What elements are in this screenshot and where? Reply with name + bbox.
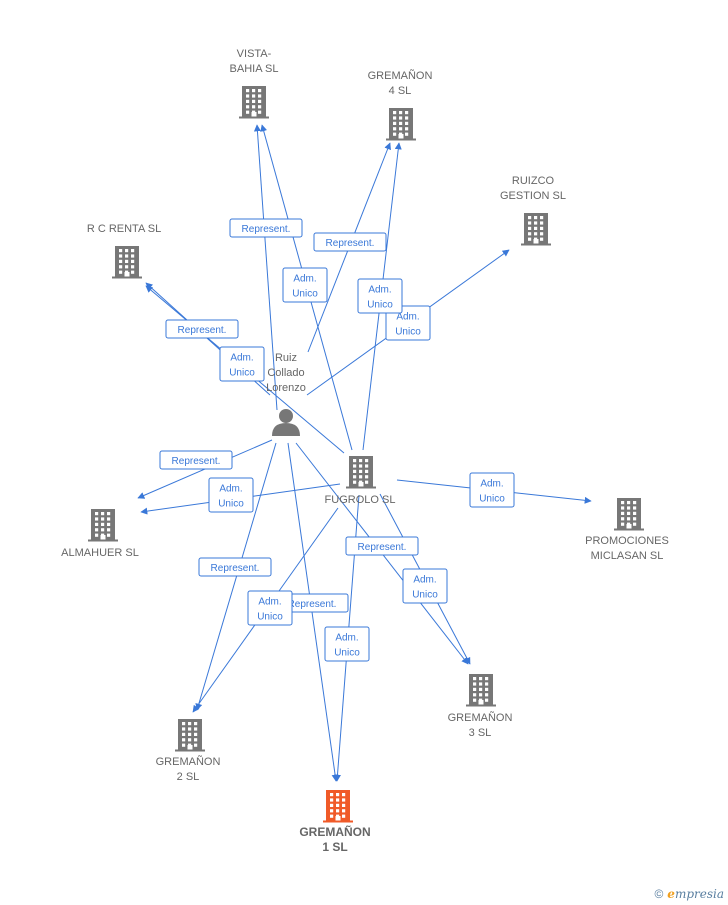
building-icon[interactable] (346, 456, 376, 489)
node-label: 1 SL (322, 840, 347, 854)
edge-label-fugrolo-to-g2[interactable]: Adm. Unico (247, 590, 293, 626)
node-label: MICLASAN SL (591, 550, 664, 562)
edge-label-text: Adm. (230, 353, 253, 364)
edge-labels-layer: Represent.Represent.Adm.UnicoRepresent.R… (159, 218, 515, 662)
node-g3[interactable]: GREMAÑON 3 SL (448, 674, 513, 739)
node-label: ALMAHUER SL (61, 547, 139, 559)
edge-label-text: Unico (479, 494, 505, 505)
edge-label-fugrolo-to-vista[interactable]: Adm. Unico (282, 267, 328, 303)
edge-label-fugrolo-to-g3[interactable]: Adm. Unico (402, 568, 448, 604)
node-label: RUIZCO (512, 175, 555, 187)
edge-label-text: Unico (218, 499, 244, 510)
edge-label-text: Unico (229, 368, 255, 379)
node-label: Collado (267, 367, 304, 379)
node-label: Lorenzo (266, 382, 306, 394)
node-label: PROMOCIONES (585, 535, 669, 547)
node-label: GREMAÑON (448, 711, 513, 724)
edge-label-text: Adm. (413, 575, 436, 586)
edge-label-text: Represent. (326, 238, 375, 249)
edge-label-fugrolo-to-rc[interactable]: Adm. Unico (219, 346, 265, 382)
edge-person-to-vista (253, 124, 278, 411)
edge-label-text: Unico (334, 648, 360, 659)
edge-label-text: Adm. (396, 312, 419, 323)
node-label: GESTION SL (500, 190, 566, 202)
edge-label-fugrolo-to-almahuer[interactable]: Adm. Unico (208, 477, 254, 513)
edge-label-text: Unico (292, 289, 318, 300)
node-label: BAHIA SL (230, 63, 279, 75)
node-g4[interactable]: GREMAÑON 4 SL (368, 69, 433, 141)
node-label: FUGROLO SL (325, 494, 396, 506)
node-promociones[interactable]: PROMOCIONES MICLASAN SL (585, 498, 669, 562)
node-label: Ruiz (275, 352, 297, 364)
edge-label-text: Represent. (242, 224, 291, 235)
copyright-icon: © (654, 887, 664, 901)
building-icon[interactable] (466, 674, 496, 707)
edge-label-text: Adm. (480, 479, 503, 490)
edge-label-person-to-vista[interactable]: Represent. (229, 218, 303, 238)
building-icon[interactable] (239, 86, 269, 119)
edge-label-text: Represent. (211, 563, 260, 574)
edge-label-text: Represent. (288, 599, 337, 610)
node-label: GREMAÑON (368, 69, 433, 82)
building-icon[interactable] (323, 790, 353, 823)
nodes-layer: VISTA- BAHIA SL GREMAÑON 4 SL RUIZCO GESTION … (61, 48, 669, 854)
node-label: 4 SL (389, 85, 412, 97)
node-ruizco[interactable]: RUIZCO GESTION SL (500, 175, 566, 246)
node-vista[interactable]: VISTA- BAHIA SL (230, 48, 279, 119)
edge-label-fugrolo-to-g4[interactable]: Adm. Unico (357, 278, 403, 314)
node-g2[interactable]: GREMAÑON 2 SL (156, 719, 221, 783)
edge-label-text: Represent. (172, 456, 221, 467)
building-icon[interactable] (521, 213, 551, 246)
building-icon[interactable] (614, 498, 644, 531)
edge-label-text: Unico (367, 300, 393, 311)
edge-label-person-to-g4[interactable]: Represent. (313, 232, 387, 252)
edge-label-person-to-rc[interactable]: Represent. (165, 319, 239, 339)
node-label: GREMAÑON (156, 755, 221, 768)
edge-label-text: Unico (412, 590, 438, 601)
person-icon[interactable] (272, 409, 300, 436)
edge-label-fugrolo-to-g1[interactable]: Adm. Unico (324, 626, 370, 662)
node-fugrolo[interactable]: FUGROLO SL (325, 456, 396, 506)
edge-label-text: Unico (395, 327, 421, 338)
building-icon[interactable] (88, 509, 118, 542)
node-almahuer[interactable]: ALMAHUER SL (61, 509, 139, 559)
edge-label-text: Adm. (368, 285, 391, 296)
building-icon[interactable] (175, 719, 205, 752)
node-label: VISTA- (237, 48, 272, 60)
edge-label-text: Adm. (293, 274, 316, 285)
edge-label-text: Represent. (178, 325, 227, 336)
edge-label-text: Represent. (358, 542, 407, 553)
node-label: R C RENTA SL (87, 223, 161, 235)
edge-label-person-to-ruizco[interactable]: Adm. Unico (385, 305, 431, 341)
node-label: GREMAÑON (299, 824, 370, 839)
edge-label-text: Adm. (219, 484, 242, 495)
edge-label-fugrolo-to-promociones[interactable]: Adm. Unico (469, 472, 515, 508)
edge-label-text: Unico (257, 612, 283, 623)
edge-label-person-to-g3[interactable]: Represent. (345, 536, 419, 556)
building-icon[interactable] (386, 108, 416, 141)
node-label: 2 SL (177, 771, 200, 783)
edge-label-person-to-almahuer[interactable]: Represent. (159, 450, 233, 470)
edge-label-text: Adm. (335, 633, 358, 644)
edge-label-person-to-g2[interactable]: Represent. (198, 557, 272, 577)
empresia-brand[interactable]: ©empresia (654, 887, 724, 901)
building-icon[interactable] (112, 246, 142, 279)
edge-label-text: Adm. (258, 597, 281, 608)
node-label: 3 SL (469, 727, 492, 739)
node-rc[interactable]: R C RENTA SL (87, 223, 161, 279)
